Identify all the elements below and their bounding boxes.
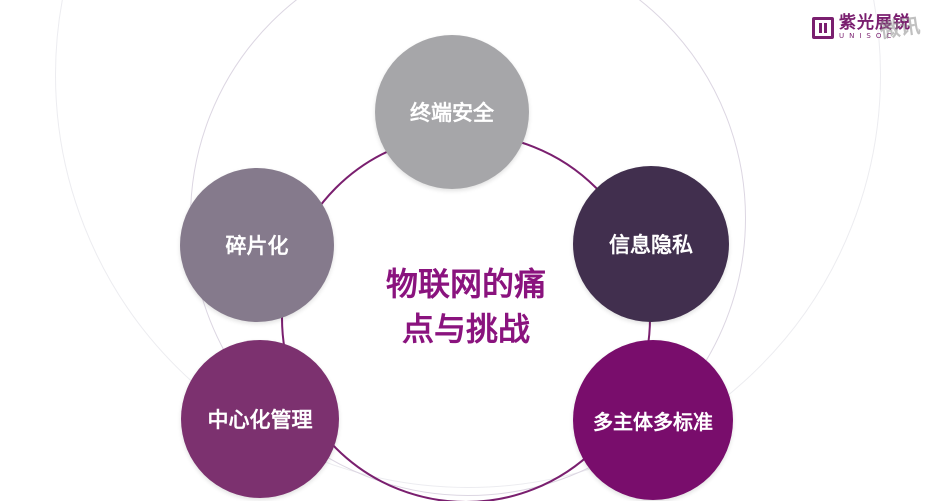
node-terminal-security: 终端安全 [375,35,529,189]
logo-text: 紫光展锐 UNISOC [839,14,911,41]
node-label: 终端安全 [410,101,494,125]
node-label: 信息隐私 [609,233,693,257]
node-centralized-management: 中心化管理 [181,340,339,498]
node-multi-subject-multi-standard: 多主体多标准 [573,340,733,500]
center-title-line-1: 物联网的痛 [385,265,546,303]
unisoc-logo: 紫光展锐 UNISOC [812,14,911,41]
center-title-line-2: 点与挑战 [401,310,530,348]
center-title: 物联网的痛 点与挑战 [346,262,586,352]
node-fragmentation: 碎片化 [180,168,334,322]
node-information-privacy: 信息隐私 [573,166,729,322]
unisoc-logo-icon [812,16,834,39]
logo-name-cn: 紫光展锐 [839,13,911,33]
watermark: 微讯 [878,13,922,43]
logo-name-en: UNISOC [839,32,897,40]
node-label: 多主体多标准 [593,409,713,434]
node-label: 中心化管理 [207,408,313,432]
node-label: 碎片化 [225,234,289,258]
